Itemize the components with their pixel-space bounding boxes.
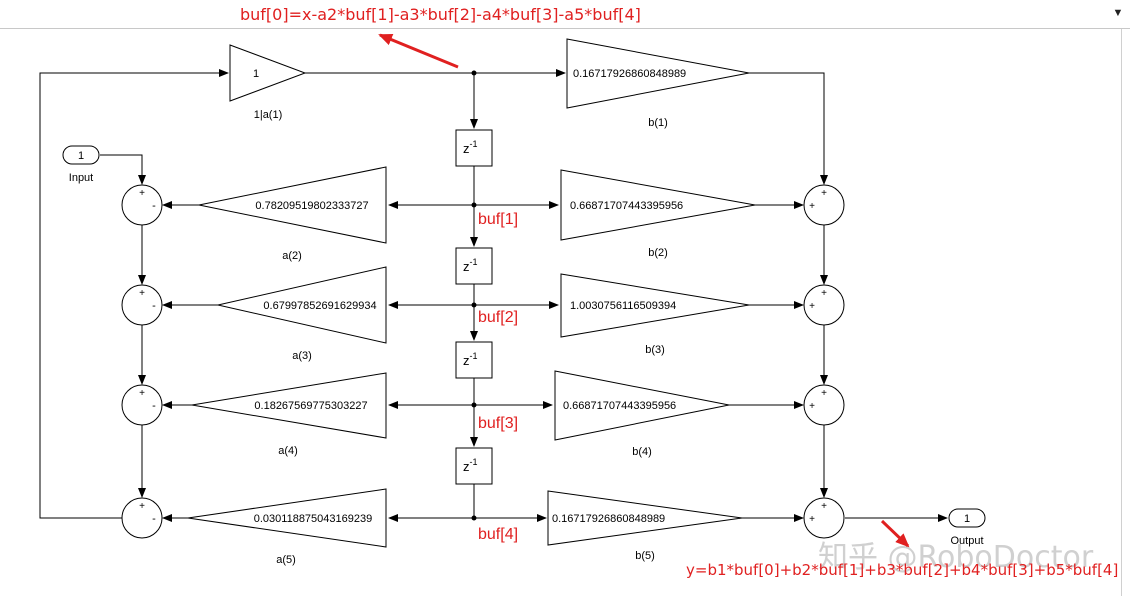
delay-base: z xyxy=(463,353,470,368)
gain-a4-value: 0.18267569775303227 xyxy=(254,400,367,412)
svg-text:z-1: z-1 xyxy=(463,139,478,156)
gain-b1[interactable]: 0.16717926860848989 xyxy=(566,38,750,109)
buf1-label: buf[1] xyxy=(478,211,518,228)
sum-plus-sign: + xyxy=(821,288,827,299)
input-port-label: Input xyxy=(69,172,93,184)
gain-b3-label: b(3) xyxy=(645,344,665,356)
sum-minus-sign: - xyxy=(152,513,156,525)
formula-annotation-top: buf[0]=x-a2*buf[1]-a3*buf[2]-a4*buf[3]-a… xyxy=(240,5,641,24)
gain-b3-value: 1.0030756116509394 xyxy=(570,300,676,312)
gain-a2-value: 0.78209519802333727 xyxy=(255,200,368,212)
sum-right-3[interactable]: + + xyxy=(803,384,845,426)
red-arrow-top-icon xyxy=(378,33,459,69)
gain-b5-value: 0.16717926860848989 xyxy=(552,513,665,525)
sum-plus-sign: + xyxy=(821,388,827,399)
sum-plus-sign: + xyxy=(139,288,145,299)
gain-a3-label: a(3) xyxy=(292,350,312,362)
delay-base: z xyxy=(463,259,470,274)
buf4-label: buf[4] xyxy=(478,526,518,543)
sum-plus-sign: + xyxy=(139,188,145,199)
gain-a5-label: a(5) xyxy=(276,554,296,566)
input-port-number: 1 xyxy=(78,150,84,162)
svg-text:z-1: z-1 xyxy=(463,457,478,474)
sum-left-4[interactable]: + - xyxy=(121,497,163,539)
gain-a3[interactable]: 0.67997852691629934 xyxy=(217,266,387,344)
sum-plus-sign: + xyxy=(809,514,815,525)
formula-annotation-bottom: y=b1*buf[0]+b2*buf[1]+b3*buf[2]+b4*buf[3… xyxy=(686,561,1119,579)
gain-b2[interactable]: 0.66871707443395956 xyxy=(560,169,756,241)
delay-base: z xyxy=(463,141,470,156)
gain-a2-label: a(2) xyxy=(282,250,302,262)
sum-minus-sign: - xyxy=(152,300,156,312)
unit-delay-1[interactable]: z-1 xyxy=(455,129,493,167)
gain-b2-value: 0.66871707443395956 xyxy=(570,200,683,212)
gain-b4-label: b(4) xyxy=(632,446,652,458)
unit-delay-3[interactable]: z-1 xyxy=(455,341,493,379)
svg-text:z-1: z-1 xyxy=(463,351,478,368)
sum-right-4[interactable]: + + xyxy=(803,497,845,539)
annotation-arrows xyxy=(378,33,910,548)
unit-delay-4[interactable]: z-1 xyxy=(455,447,493,485)
gain-a1[interactable]: 1 xyxy=(229,44,307,102)
toolbar: buf[0]=x-a2*buf[1]-a3*buf[2]-a4*buf[3]-a… xyxy=(0,0,1130,29)
gain-b5-label: b(5) xyxy=(635,550,655,562)
output-port-number: 1 xyxy=(964,513,970,525)
sum-left-2[interactable]: + - xyxy=(121,284,163,326)
output-port-label: Output xyxy=(950,535,983,547)
sum-plus-sign: + xyxy=(809,401,815,412)
input-port[interactable]: 1 xyxy=(62,145,100,165)
output-port[interactable]: 1 xyxy=(948,508,986,528)
sum-plus-sign: + xyxy=(139,388,145,399)
gain-a4[interactable]: 0.18267569775303227 xyxy=(191,372,387,439)
delay-exp: -1 xyxy=(470,257,478,267)
chevron-down-icon[interactable]: ▼ xyxy=(1112,7,1124,19)
gain-b1-label: b(1) xyxy=(648,117,668,129)
gain-a5-value: 0.030118875043169239 xyxy=(254,513,372,525)
buffer-annotations: buf[1] buf[2] buf[3] buf[4] xyxy=(478,211,518,543)
sum-right-2[interactable]: + + xyxy=(803,284,845,326)
sum-left-1[interactable]: + - xyxy=(121,184,163,226)
gain-b4[interactable]: 0.66871707443395956 xyxy=(554,370,730,441)
gain-b3[interactable]: 1.0030756116509394 xyxy=(560,273,750,338)
delay-exp: -1 xyxy=(470,139,478,149)
delay-base: z xyxy=(463,459,470,474)
sum-minus-sign: - xyxy=(152,400,156,412)
gain-a2[interactable]: 0.78209519802333727 xyxy=(198,166,387,244)
delay-exp: -1 xyxy=(470,457,478,467)
junction-dots xyxy=(471,70,477,521)
gain-a5[interactable]: 0.030118875043169239 xyxy=(187,488,387,548)
sum-plus-sign: + xyxy=(809,201,815,212)
sum-left-3[interactable]: + - xyxy=(121,384,163,426)
gain-b4-value: 0.66871707443395956 xyxy=(563,400,676,412)
gain-b2-label: b(2) xyxy=(648,247,668,259)
svg-text:z-1: z-1 xyxy=(463,257,478,274)
gain-a1-label: 1|a(1) xyxy=(254,109,283,121)
gain-a1-value: 1 xyxy=(253,68,259,80)
gain-a3-value: 0.67997852691629934 xyxy=(263,300,376,312)
red-arrow-bottom-icon xyxy=(880,519,910,548)
gain-a4-label: a(4) xyxy=(278,445,298,457)
sum-right-1[interactable]: + + xyxy=(803,184,845,226)
scrollbar-edge xyxy=(1121,29,1122,596)
sum-plus-sign: + xyxy=(821,501,827,512)
buf3-label: buf[3] xyxy=(478,415,518,432)
sum-plus-sign: + xyxy=(139,501,145,512)
sum-minus-sign: - xyxy=(152,200,156,212)
gain-b5[interactable]: 0.16717926860848989 xyxy=(547,490,743,546)
gain-b1-value: 0.16717926860848989 xyxy=(573,68,686,80)
sum-plus-sign: + xyxy=(821,188,827,199)
unit-delay-2[interactable]: z-1 xyxy=(455,247,493,285)
sum-plus-sign: + xyxy=(809,301,815,312)
watermark: 知乎 @RoboDoctor xyxy=(818,540,1094,575)
delay-exp: -1 xyxy=(470,351,478,361)
buf2-label: buf[2] xyxy=(478,309,518,326)
